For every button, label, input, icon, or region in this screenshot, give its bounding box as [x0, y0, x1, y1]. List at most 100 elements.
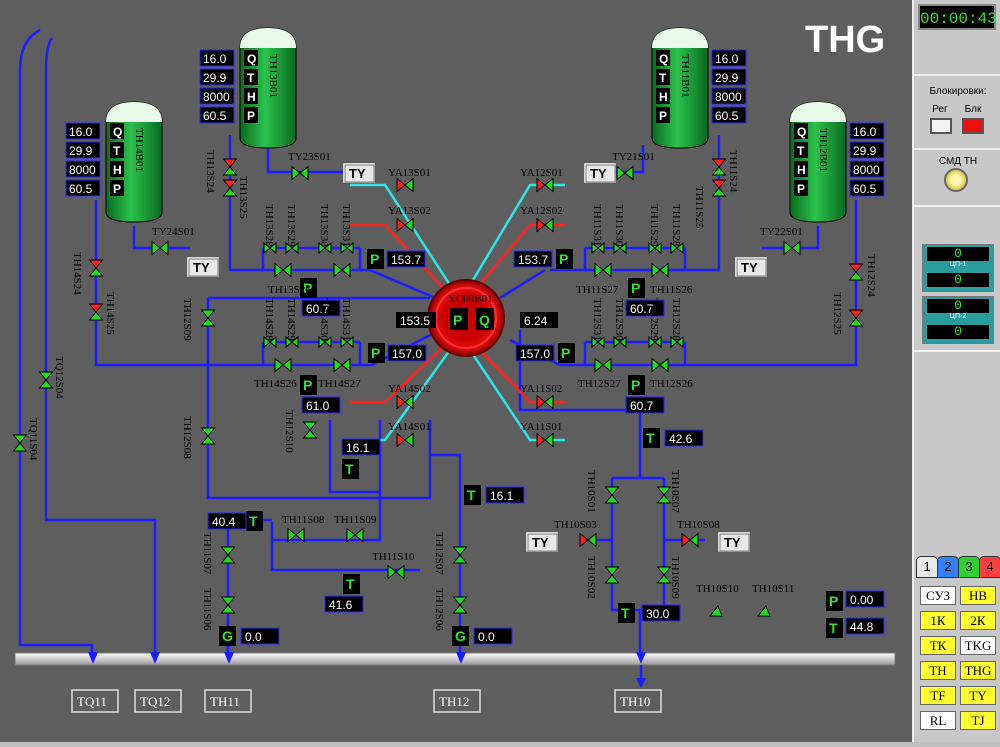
blk-indicator[interactable] [962, 118, 984, 134]
valve-th12s06[interactable] [452, 596, 468, 614]
valve-th11s10[interactable] [387, 564, 405, 580]
valve-tq12s04[interactable] [38, 371, 54, 389]
nav-button-tf[interactable]: TF [920, 686, 956, 705]
ty-button-23[interactable]: TY [343, 163, 375, 183]
valve-th10s08[interactable] [681, 532, 699, 548]
valve-th14s27[interactable] [333, 357, 351, 373]
small-valve-7[interactable] [340, 335, 354, 349]
small-valve-1[interactable] [285, 241, 299, 255]
valve-th12s07[interactable] [452, 546, 468, 564]
nav-button-2к[interactable]: 2К [960, 611, 996, 630]
valve-th12s08[interactable] [200, 427, 216, 445]
small-valve-5[interactable] [285, 335, 299, 349]
ty-button-24[interactable]: TY [187, 257, 219, 277]
ty-button-10s03[interactable]: TY [526, 532, 558, 552]
valve-th14s26[interactable] [274, 357, 292, 373]
valve-th11s08[interactable] [287, 527, 305, 543]
valve-th12s27[interactable] [594, 357, 612, 373]
nav-button-thg[interactable]: THG [960, 661, 996, 680]
valve-th10s03[interactable] [579, 532, 597, 548]
valve-th10s11[interactable] [756, 605, 771, 617]
valve-th11s27[interactable] [594, 262, 612, 278]
valve-th11s26[interactable] [651, 262, 669, 278]
valve-th12s10[interactable] [302, 421, 318, 439]
nav-button-1к[interactable]: 1К [920, 611, 956, 630]
small-valve-8[interactable] [591, 241, 605, 255]
small-valve-9[interactable] [613, 241, 627, 255]
small-valve-3[interactable] [340, 241, 354, 255]
qthp-value-t: 29.9 [69, 144, 93, 158]
dest-button-th12[interactable]: TH12 [433, 689, 481, 713]
dest-button-th10[interactable]: TH10 [614, 689, 662, 713]
valve-th14s24[interactable] [88, 259, 104, 277]
ty-button-10s08[interactable]: TY [718, 532, 750, 552]
valve-th13s24[interactable] [222, 158, 238, 176]
dest-button-th11[interactable]: TH11 [204, 689, 252, 713]
valve-th11s25[interactable] [711, 179, 727, 197]
tab-4[interactable]: 4 [979, 556, 1000, 578]
valve-th12s26[interactable] [651, 357, 669, 373]
valve-th10s09[interactable] [656, 566, 672, 584]
small-valve-14[interactable] [648, 335, 662, 349]
valve-th13s27[interactable] [333, 262, 351, 278]
valve-tq11s04[interactable] [12, 434, 28, 452]
reactor-yc00b01[interactable]: YC00B01 P Q [427, 279, 505, 357]
nav-button-tkg[interactable]: TKG [960, 636, 996, 655]
valve-th10s01[interactable] [604, 486, 620, 504]
nav-button-нв[interactable]: НВ [960, 586, 996, 605]
qthp-letter-box [110, 180, 124, 196]
nav-button-тн[interactable]: ТН [920, 661, 956, 680]
ty-button-22[interactable]: TY [735, 257, 767, 277]
valve-ya14s02[interactable] [396, 394, 414, 410]
nav-button-ty[interactable]: TY [960, 686, 996, 705]
small-valve-10[interactable] [648, 241, 662, 255]
small-valve-0[interactable] [263, 241, 277, 255]
valve-ya11s01[interactable] [536, 432, 554, 448]
valve-ty24s01[interactable] [151, 240, 169, 256]
valve-ty23s01[interactable] [291, 165, 309, 181]
small-valve-15[interactable] [670, 335, 684, 349]
dest-button-tq12[interactable]: TQ12 [134, 689, 182, 713]
valve-th12s24[interactable] [848, 263, 864, 281]
valve-th13s26[interactable] [274, 262, 292, 278]
valve-ya14s01[interactable] [396, 432, 414, 448]
nav-button-суз[interactable]: СУЗ [920, 586, 956, 605]
valve-th10s02[interactable] [604, 566, 620, 584]
nav-button-rl[interactable]: RL [920, 711, 956, 730]
valve-ty21s01[interactable] [616, 165, 634, 181]
nav-button-тк[interactable]: ТК [920, 636, 956, 655]
small-valve-2[interactable] [318, 241, 332, 255]
counter-cp2[interactable]: 0 ЦП-2 0 [922, 296, 994, 344]
valve-th11s07[interactable] [220, 546, 236, 564]
dest-button-tq11[interactable]: TQ11 [71, 689, 119, 713]
small-valve-6[interactable] [318, 335, 332, 349]
reg-indicator[interactable] [930, 118, 952, 134]
valve-ya12s02[interactable] [536, 217, 554, 233]
valve-th13s25[interactable] [222, 179, 238, 197]
smd-lamp[interactable] [944, 168, 968, 192]
valve-th14s25[interactable] [88, 303, 104, 321]
small-valve-13[interactable] [613, 335, 627, 349]
valve-ya13s01[interactable] [396, 177, 414, 193]
valve-th11s24[interactable] [711, 158, 727, 176]
valve-ya13s02[interactable] [396, 217, 414, 233]
small-valve-4[interactable] [263, 335, 277, 349]
nav-button-tj[interactable]: TJ [960, 711, 996, 730]
valve-th10s07[interactable] [656, 486, 672, 504]
small-valve-11[interactable] [670, 241, 684, 255]
label-th12s06: TH12S06 [433, 588, 445, 631]
valve-ya11s02[interactable] [536, 394, 554, 410]
valve-th12s25[interactable] [848, 309, 864, 327]
tab-3[interactable]: 3 [958, 556, 980, 578]
valve-th12s09[interactable] [200, 309, 216, 327]
valve-th10s10[interactable] [708, 605, 723, 617]
counter-cp1[interactable]: 0 ЦП-1 0 [922, 244, 994, 292]
small-valve-12[interactable] [591, 335, 605, 349]
valve-ty22s01[interactable] [783, 240, 801, 256]
valve-th11s06[interactable] [220, 596, 236, 614]
valve-ya12s01[interactable] [536, 177, 554, 193]
ty-button-21[interactable]: TY [584, 163, 616, 183]
valve-th11s09[interactable] [346, 527, 364, 543]
tab-1[interactable]: 1 [916, 556, 938, 578]
tab-2[interactable]: 2 [937, 556, 959, 578]
